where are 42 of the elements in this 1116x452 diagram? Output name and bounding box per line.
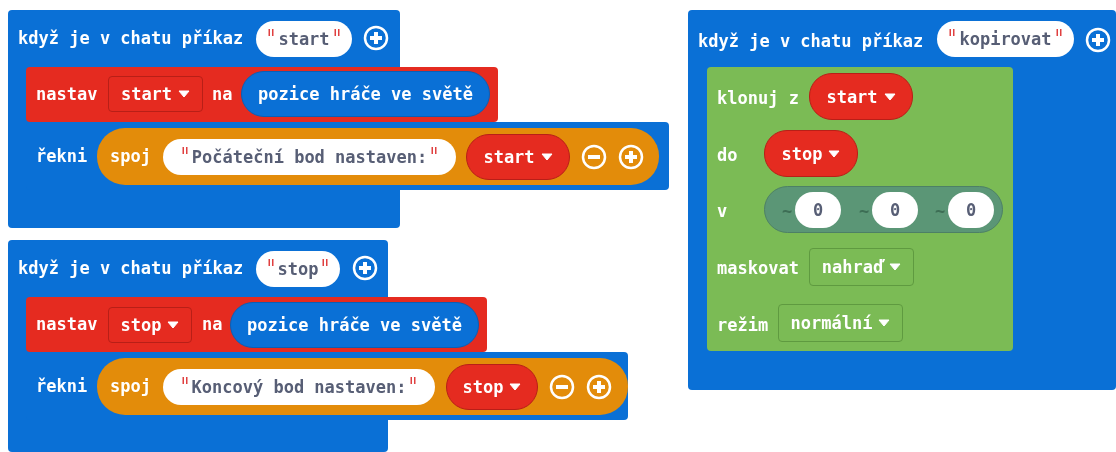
block-label: na	[202, 313, 223, 335]
option-dropdown: stop	[108, 307, 192, 343]
text-field: kopirovat	[937, 21, 1074, 57]
position-block	[764, 186, 1003, 233]
block-label: spoj	[110, 375, 151, 397]
join-block	[97, 358, 628, 415]
variable-dropdown: start	[809, 73, 913, 120]
text-field: Koncový bod nastaven:	[163, 369, 435, 405]
option-dropdown: normální	[778, 304, 903, 342]
join-block	[97, 128, 659, 185]
variable-dropdown: stop	[764, 130, 858, 177]
text-field: Počáteční bod nastaven:	[163, 139, 456, 175]
clone-block	[707, 67, 1013, 351]
number-field: 0	[795, 192, 841, 228]
position-reporter: pozice hráče ve světě	[241, 71, 490, 117]
tilde-sign: ~	[782, 200, 793, 222]
tilde-sign: ~	[935, 200, 946, 222]
option-dropdown: nahraď	[809, 248, 914, 286]
block-label: maskovat	[717, 257, 799, 279]
position-reporter: pozice hráče ve světě	[230, 302, 479, 348]
variable-dropdown: start	[466, 134, 570, 180]
block-label: spoj	[110, 145, 151, 167]
block-label: klonuj z	[717, 87, 799, 109]
block-label: řekni	[36, 145, 88, 167]
block-label: na	[212, 83, 233, 105]
block-label: v	[717, 200, 728, 222]
event-block	[688, 10, 1116, 390]
block-label: režim	[717, 314, 769, 336]
text-field: start	[256, 21, 352, 57]
text-field: stop	[256, 251, 340, 287]
number-field: 0	[872, 192, 918, 228]
tilde-sign: ~	[859, 200, 870, 222]
variable-dropdown: stop	[446, 364, 538, 410]
block-label: řekni	[36, 375, 88, 397]
block-label: nastav	[36, 83, 98, 105]
block-label: když je v chatu příkaz	[698, 30, 924, 52]
option-dropdown: start	[108, 76, 203, 112]
block-label: když je v chatu příkaz	[18, 27, 244, 49]
number-field: 0	[948, 192, 994, 228]
block-label: nastav	[36, 313, 98, 335]
block-label: do	[717, 144, 738, 166]
block-label: když je v chatu příkaz	[18, 257, 244, 279]
